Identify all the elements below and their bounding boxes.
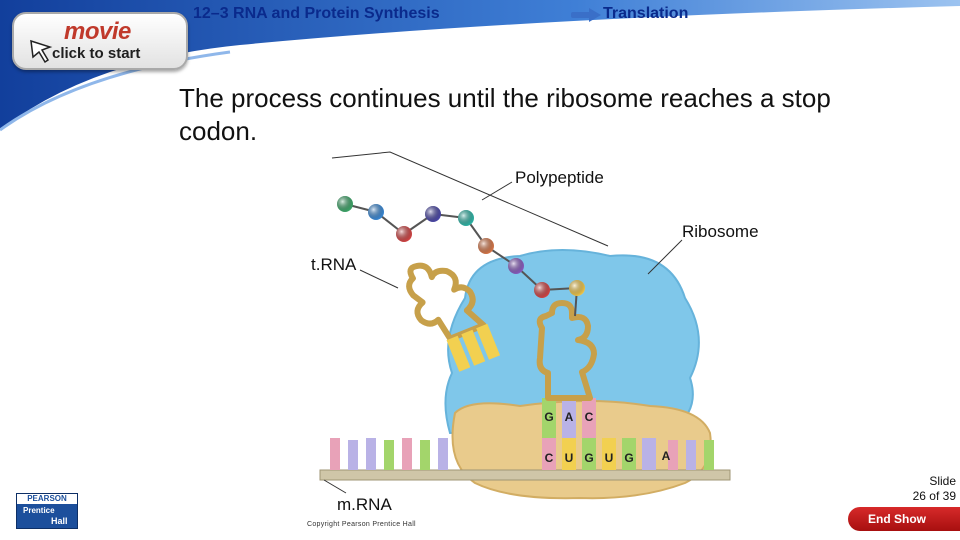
anticodon-letter: C — [585, 410, 594, 424]
label-trna: t.RNA — [311, 255, 356, 275]
trna-leader — [360, 270, 398, 288]
slide-counter-label: Slide — [896, 474, 956, 489]
codon-letter: U — [605, 451, 614, 465]
codon-letter: U — [565, 451, 574, 465]
logo-text-bot: Hall — [51, 516, 68, 526]
polypeptide-bracket — [332, 152, 608, 246]
translation-diagram: C U G U G A G A C — [290, 148, 750, 518]
topic-title: Translation — [603, 5, 688, 23]
logo-text-top: PEARSON — [17, 494, 77, 504]
codon-letter: G — [584, 451, 593, 465]
main-text: The process continues until the ribosome… — [179, 82, 839, 148]
copyright-text: Copyright Pearson Prentice Hall — [307, 521, 416, 528]
label-mrna: m.RNA — [337, 495, 392, 515]
movie-label: movie — [64, 18, 131, 46]
arrow-right-icon — [571, 8, 601, 22]
anticodon-letter: G — [544, 410, 553, 424]
mrna-leader — [324, 480, 346, 493]
label-polypeptide: Polypeptide — [515, 168, 604, 188]
codon-letter: C — [545, 451, 554, 465]
mrna-strand — [320, 470, 730, 480]
polypeptide-leader — [482, 182, 512, 200]
slide-counter: Slide 26 of 39 — [896, 474, 956, 504]
logo-text-mid: Prentice — [23, 506, 55, 515]
codon-letter: G — [624, 451, 633, 465]
anticodon-letter: A — [565, 410, 574, 424]
codon-letter: A — [662, 449, 671, 463]
pearson-logo: PEARSON Prentice Hall — [16, 493, 78, 529]
movie-button[interactable]: movie click to start — [12, 12, 188, 70]
cursor-arrow-icon — [28, 38, 54, 64]
label-ribosome: Ribosome — [682, 222, 759, 242]
movie-sublabel: click to start — [52, 45, 140, 62]
end-show-button[interactable]: End Show — [848, 507, 960, 531]
end-show-underline — [848, 531, 960, 540]
slide-counter-value: 26 of 39 — [896, 489, 956, 504]
section-title: 12–3 RNA and Protein Synthesis — [193, 5, 440, 23]
